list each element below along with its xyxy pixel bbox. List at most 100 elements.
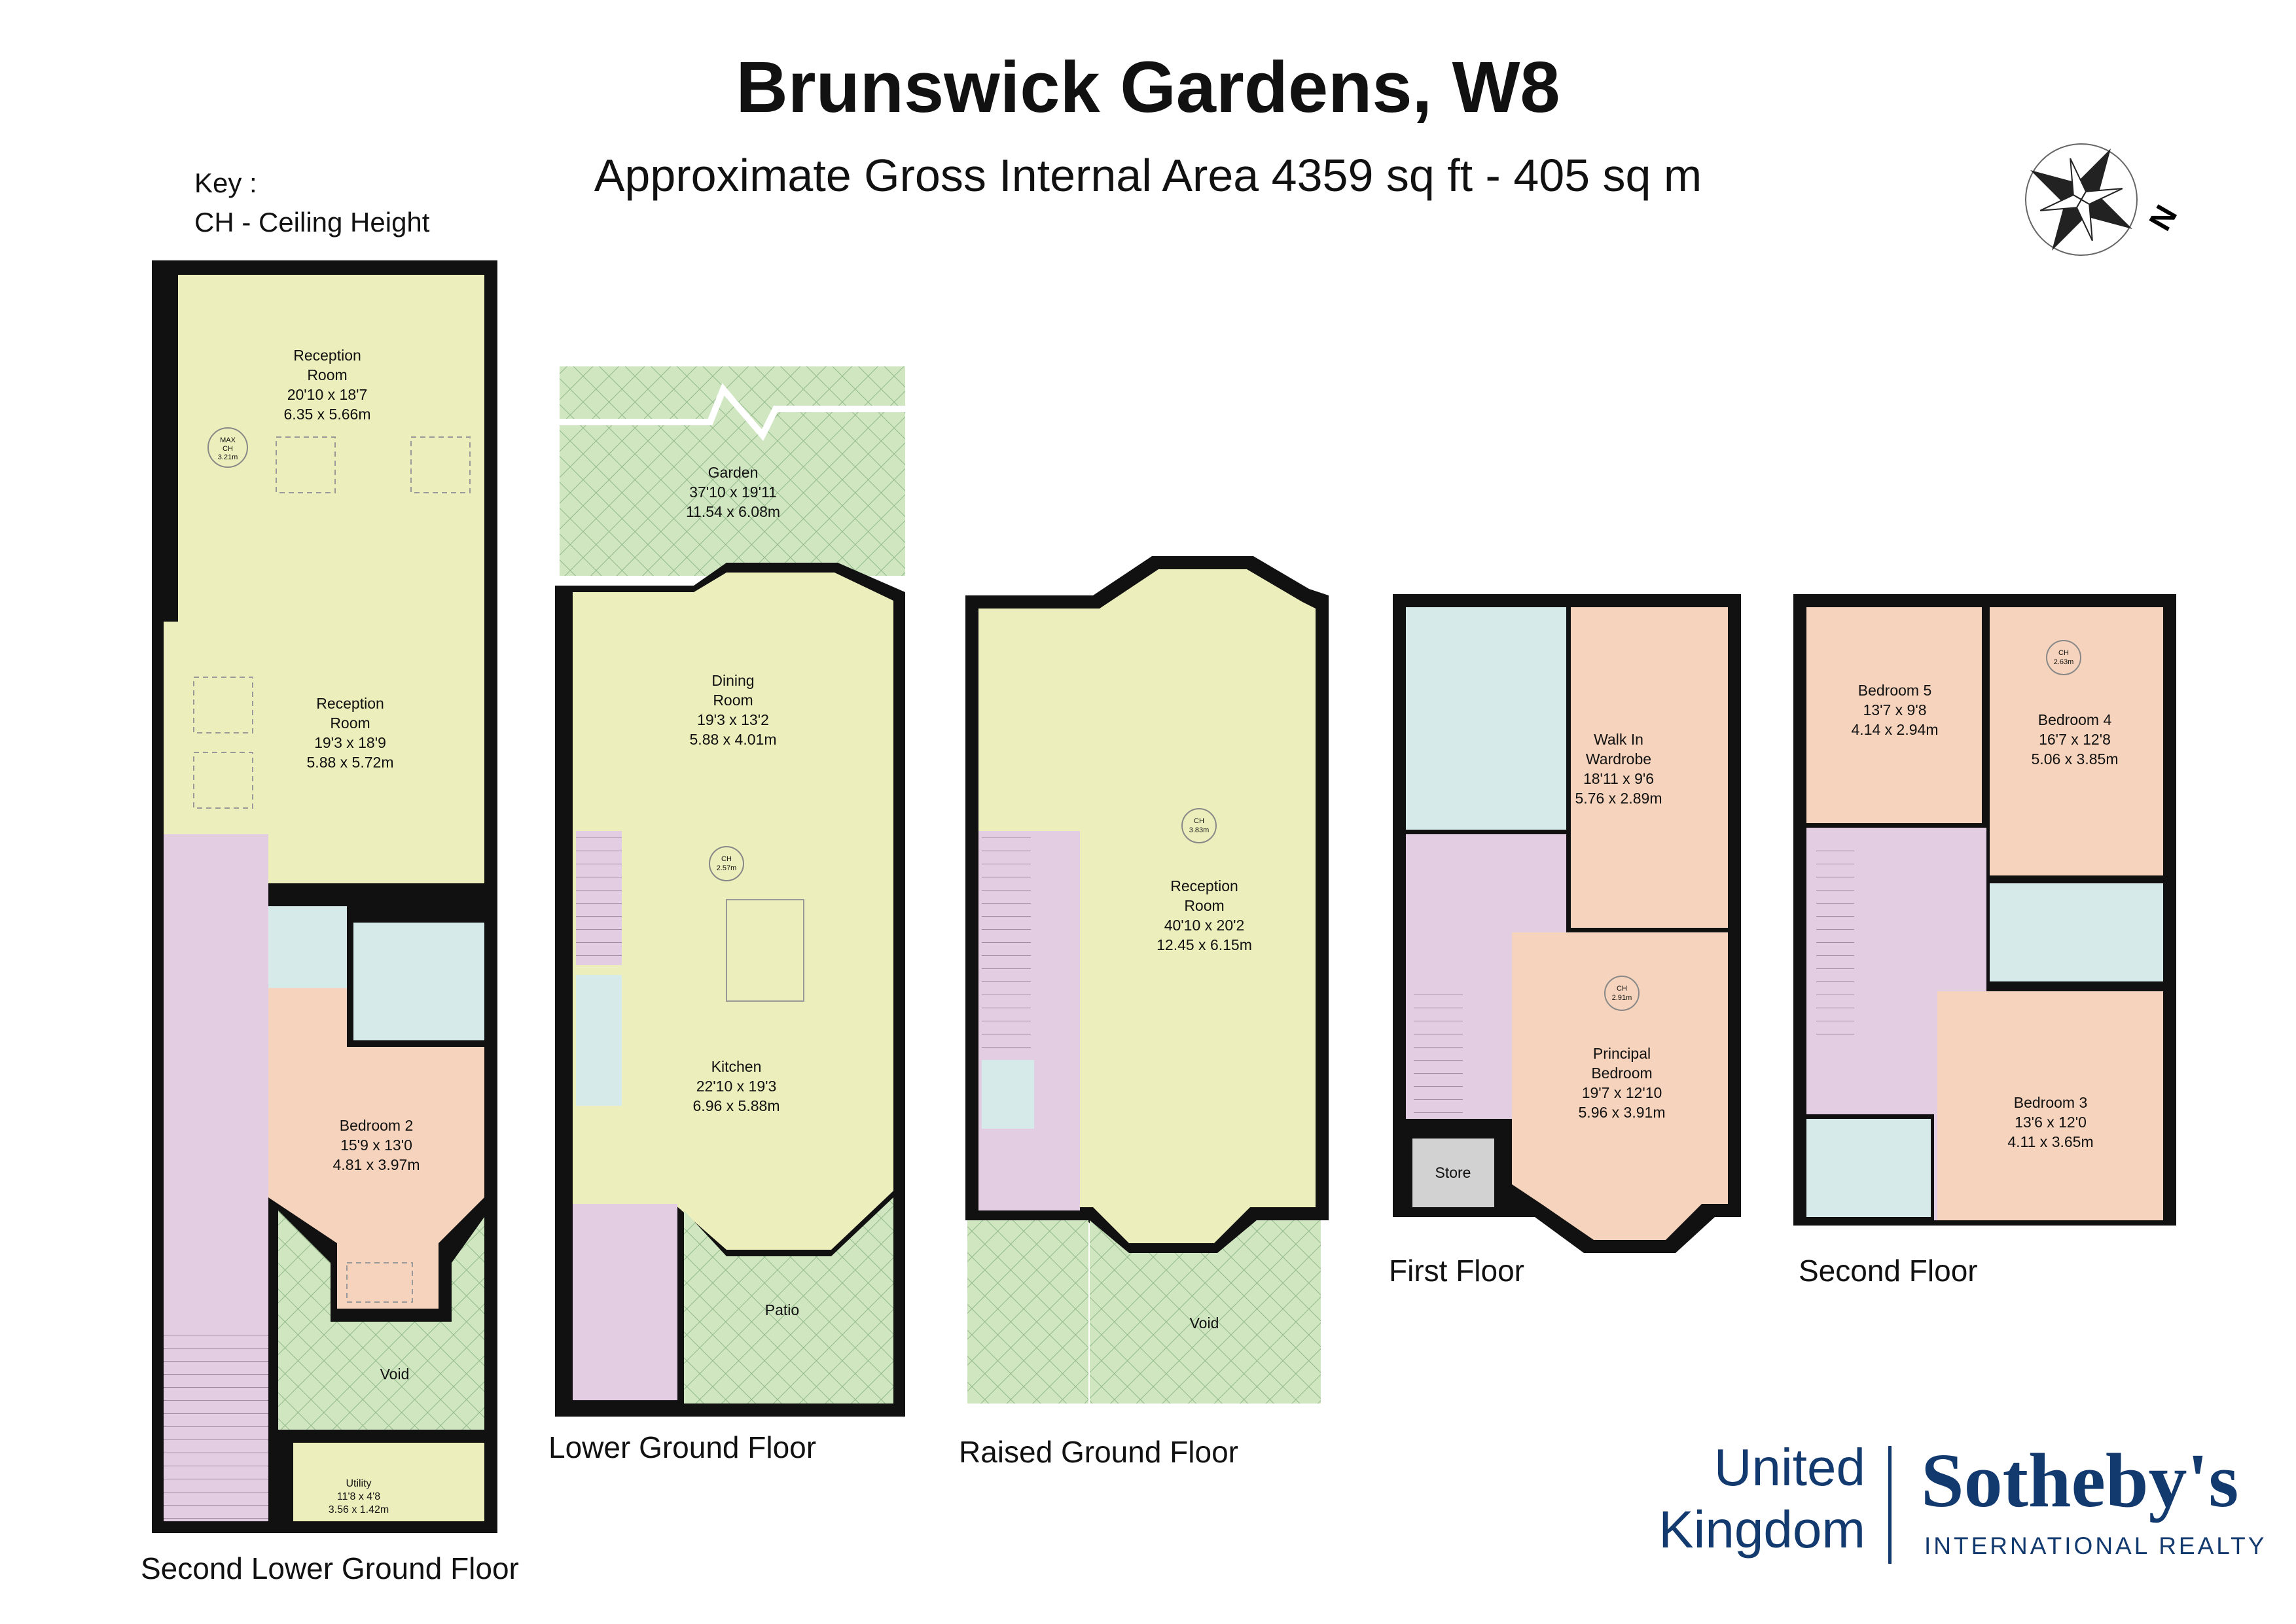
room-name: Reception <box>1170 877 1238 894</box>
bedroom-2 <box>268 988 484 1309</box>
raised-ground-plan: CH 3.83m <box>965 556 1329 1403</box>
room-name-line2: Bedroom <box>1591 1065 1652 1082</box>
room-name: Utility <box>346 1478 371 1489</box>
room-name: Store <box>1435 1164 1471 1181</box>
compass-rose-icon <box>2025 143 2138 256</box>
lower-ground-plan: CH 2.57m <box>555 366 905 1417</box>
ceiling-height-ch: CH <box>223 445 233 453</box>
patio-area <box>684 1197 893 1403</box>
room-imperial: 11'8 x 4'8 <box>337 1491 380 1502</box>
ceiling-height-value: 2.91m <box>1612 994 1632 1002</box>
room-metric: 5.88 x 4.01m <box>690 731 777 748</box>
area-subtitle: Approximate Gross Internal Area 4359 sq … <box>594 150 1702 201</box>
utility-room <box>293 1443 484 1521</box>
room-metric: 4.14 x 2.94m <box>1852 721 1939 738</box>
brand-region: United Kingdom <box>1617 1436 1865 1561</box>
room-imperial: 20'10 x 18'7 <box>287 386 368 403</box>
store-room <box>1412 1139 1494 1207</box>
room-metric: 5.88 x 5.72m <box>307 754 394 771</box>
room-name: Bedroom 5 <box>1858 682 1932 699</box>
room-imperial: 13'7 x 9'8 <box>1863 701 1926 718</box>
ceiling-height-ch: CH <box>1617 985 1627 993</box>
floor-label-second-lower-ground: Second Lower Ground Floor <box>141 1551 519 1585</box>
wc <box>268 906 347 991</box>
walk-in-wardrobe <box>1571 607 1728 928</box>
ceiling-height-ch: CH <box>721 855 732 863</box>
room-name: Void <box>380 1366 410 1383</box>
first-bathroom <box>1406 607 1566 830</box>
brand-logo-name: Sotheby's <box>1921 1438 2239 1523</box>
room-name: Dining <box>711 672 754 689</box>
floor-label-first: First Floor <box>1389 1254 1524 1288</box>
room-metric: 4.11 x 3.65m <box>2007 1133 2093 1150</box>
room-name: Patio <box>765 1301 799 1318</box>
raised-wc <box>982 1060 1034 1129</box>
room-imperial: 19'3 x 18'9 <box>314 734 386 751</box>
bedroom-3 <box>1937 991 2163 1220</box>
room-name-line2: Room <box>330 715 370 732</box>
room-metric: 5.06 x 3.85m <box>2032 750 2119 768</box>
room-metric: 5.96 x 3.91m <box>1579 1104 1666 1121</box>
room-name-line2: Wardrobe <box>1586 750 1651 768</box>
room-imperial: 18'11 x 9'6 <box>1583 770 1654 787</box>
room-imperial: 15'9 x 13'0 <box>340 1137 412 1154</box>
floor-label-second: Second Floor <box>1799 1254 1978 1288</box>
shower-room <box>353 923 484 1040</box>
room-metric: 3.56 x 1.42m <box>329 1504 389 1515</box>
brand-region-line2: Kingdom <box>1659 1500 1865 1559</box>
key-line: CH - Ceiling Height <box>194 207 430 238</box>
room-metric: 5.76 x 2.89m <box>1575 790 1662 807</box>
room-metric: 6.35 x 5.66m <box>284 406 371 423</box>
lower-ground-wc <box>576 975 622 1106</box>
room-metric: 4.81 x 3.97m <box>333 1156 420 1173</box>
second-floor-plan: CH 2.63m <box>1793 594 2176 1226</box>
room-name: Garden <box>708 464 759 481</box>
page-title: Brunswick Gardens, W8 <box>736 47 1560 128</box>
dining-kitchen <box>573 573 893 1250</box>
key-heading: Key : <box>194 168 257 198</box>
room-name: Walk In <box>1594 731 1643 748</box>
lower-ground-stairs <box>573 1204 677 1400</box>
ceiling-height-value: 2.57m <box>717 864 737 872</box>
second-lower-ground-plan: MAX CH 3.21m <box>152 260 497 1533</box>
room-name: Void <box>1190 1315 1219 1332</box>
room-name-line2: Room <box>713 692 753 709</box>
room-name-line2: Room <box>1184 897 1224 914</box>
room-imperial: 19'7 x 12'10 <box>1582 1084 1662 1101</box>
room-name: Reception <box>316 695 384 712</box>
room-name: Kitchen <box>711 1058 762 1075</box>
room-imperial: 22'10 x 19'3 <box>696 1078 777 1095</box>
raised-front-area <box>967 1220 1088 1403</box>
bedroom-5 <box>1806 607 1982 823</box>
floor-label-raised-ground: Raised Ground Floor <box>959 1435 1238 1469</box>
room-metric: 12.45 x 6.15m <box>1157 936 1252 953</box>
key-legend: Key : CH - Ceiling Height <box>194 164 429 242</box>
bedroom-4 <box>1990 607 2163 875</box>
ceiling-height-ch: CH <box>2058 649 2069 657</box>
brand-divider <box>1888 1446 1892 1564</box>
room-name: Principal <box>1593 1045 1651 1062</box>
ceiling-height-value: 3.83m <box>1189 826 1210 834</box>
second-shower-room <box>1806 1119 1931 1217</box>
room-imperial: 40'10 x 20'2 <box>1164 917 1245 934</box>
staircase <box>164 1335 268 1521</box>
room-metric: 11.54 x 6.08m <box>686 503 780 520</box>
room-imperial: 13'6 x 12'0 <box>2015 1114 2087 1131</box>
ceiling-height-value: 2.63m <box>2054 658 2074 666</box>
north-label: N <box>2143 200 2184 237</box>
floor-label-lower-ground: Lower Ground Floor <box>548 1430 817 1464</box>
room-name-line2: Room <box>307 366 347 383</box>
room-metric: 6.96 x 5.88m <box>693 1097 780 1114</box>
second-bathroom <box>1990 883 2163 981</box>
raised-void-area <box>1090 1220 1321 1403</box>
room-name: Bedroom 3 <box>2014 1094 2088 1111</box>
reception-room-upper <box>178 275 484 622</box>
void-area <box>278 1210 484 1430</box>
brand-tagline: INTERNATIONAL REALTY <box>1924 1532 2267 1559</box>
ceiling-height-value: 3.21m <box>218 453 238 461</box>
ceiling-height-ch: CH <box>1194 817 1204 825</box>
room-name: Reception <box>293 347 361 364</box>
room-imperial: 19'3 x 13'2 <box>697 711 769 728</box>
room-imperial: 37'10 x 19'11 <box>689 484 777 501</box>
first-floor-plan: CH 2.91m <box>1393 594 1741 1253</box>
